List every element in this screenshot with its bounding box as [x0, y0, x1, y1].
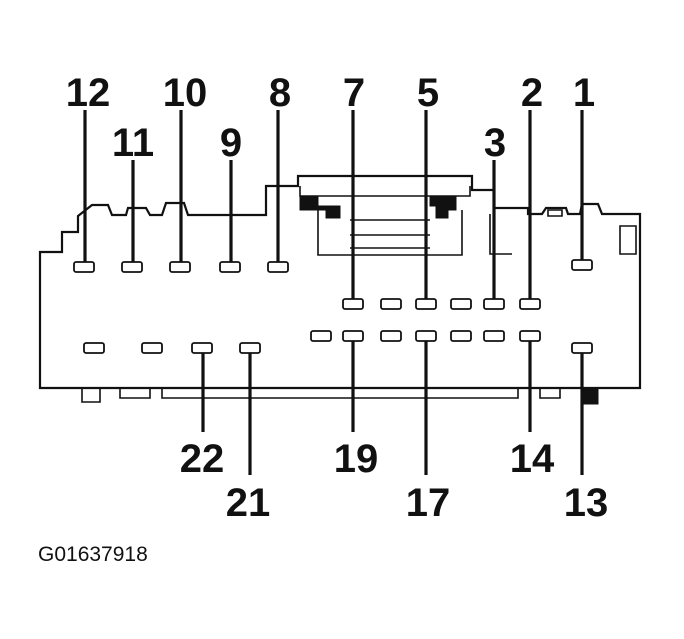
pin-cavity-6	[380, 298, 402, 310]
pin-cavity-4	[450, 298, 472, 310]
pin-cavity-8	[267, 261, 289, 273]
pin-cavity-13	[571, 342, 593, 354]
pin-cavity-21	[239, 342, 261, 354]
pin-label-3: 3	[484, 121, 506, 165]
pin-label-17: 17	[406, 481, 451, 525]
pin-cavity-15	[483, 330, 505, 342]
cavity-row-b	[342, 298, 541, 310]
pin-label-19: 19	[334, 437, 379, 481]
pin-cavity-1	[571, 259, 593, 271]
pin-label-8: 8	[269, 71, 291, 115]
connector-housing	[38, 174, 642, 405]
pin-label-12: 12	[66, 71, 111, 115]
pin-cavity-14	[519, 330, 541, 342]
pin-label-5: 5	[417, 71, 439, 115]
pin-cavity-9	[219, 261, 241, 273]
pin-cavity-16	[450, 330, 472, 342]
pin-label-10: 10	[163, 71, 208, 115]
top-leader-lines	[83, 110, 584, 299]
pin-cavity-11	[121, 261, 143, 273]
pin-label-9: 9	[220, 121, 242, 165]
cavity-row-c	[310, 330, 541, 342]
pin-cavity-3	[483, 298, 505, 310]
pin-cavity-10	[169, 261, 191, 273]
bottom-pin-labels: 22 21 19 17 14 13	[180, 437, 609, 525]
pin-label-22: 22	[180, 437, 225, 481]
pin-label-2: 2	[521, 71, 543, 115]
pin-cavity-22	[191, 342, 213, 354]
pin-label-11: 11	[112, 121, 154, 165]
pin-label-14: 14	[510, 437, 555, 481]
pin-cavity-19	[342, 330, 364, 342]
pin-cavity-23	[141, 342, 163, 354]
pin-label-1: 1	[573, 71, 595, 115]
cavity-row-d	[83, 342, 593, 354]
top-pin-labels: 12 11 10 9 8 7 5 3 2 1	[66, 71, 595, 165]
pin-cavity-12	[73, 261, 95, 273]
bottom-leader-lines	[201, 341, 584, 475]
pin-cavity-2	[519, 298, 541, 310]
pin-cavity-5	[415, 298, 437, 310]
pin-cavity-24	[83, 342, 105, 354]
pin-cavity-7	[342, 298, 364, 310]
pin-cavity-18	[380, 330, 402, 342]
pin-label-21: 21	[226, 481, 271, 525]
figure-id: G01637918	[38, 543, 148, 566]
pin-cavity-17	[415, 330, 437, 342]
pin-cavity-20	[310, 330, 332, 342]
pin-label-7: 7	[343, 71, 365, 115]
pin-label-13: 13	[564, 481, 609, 525]
